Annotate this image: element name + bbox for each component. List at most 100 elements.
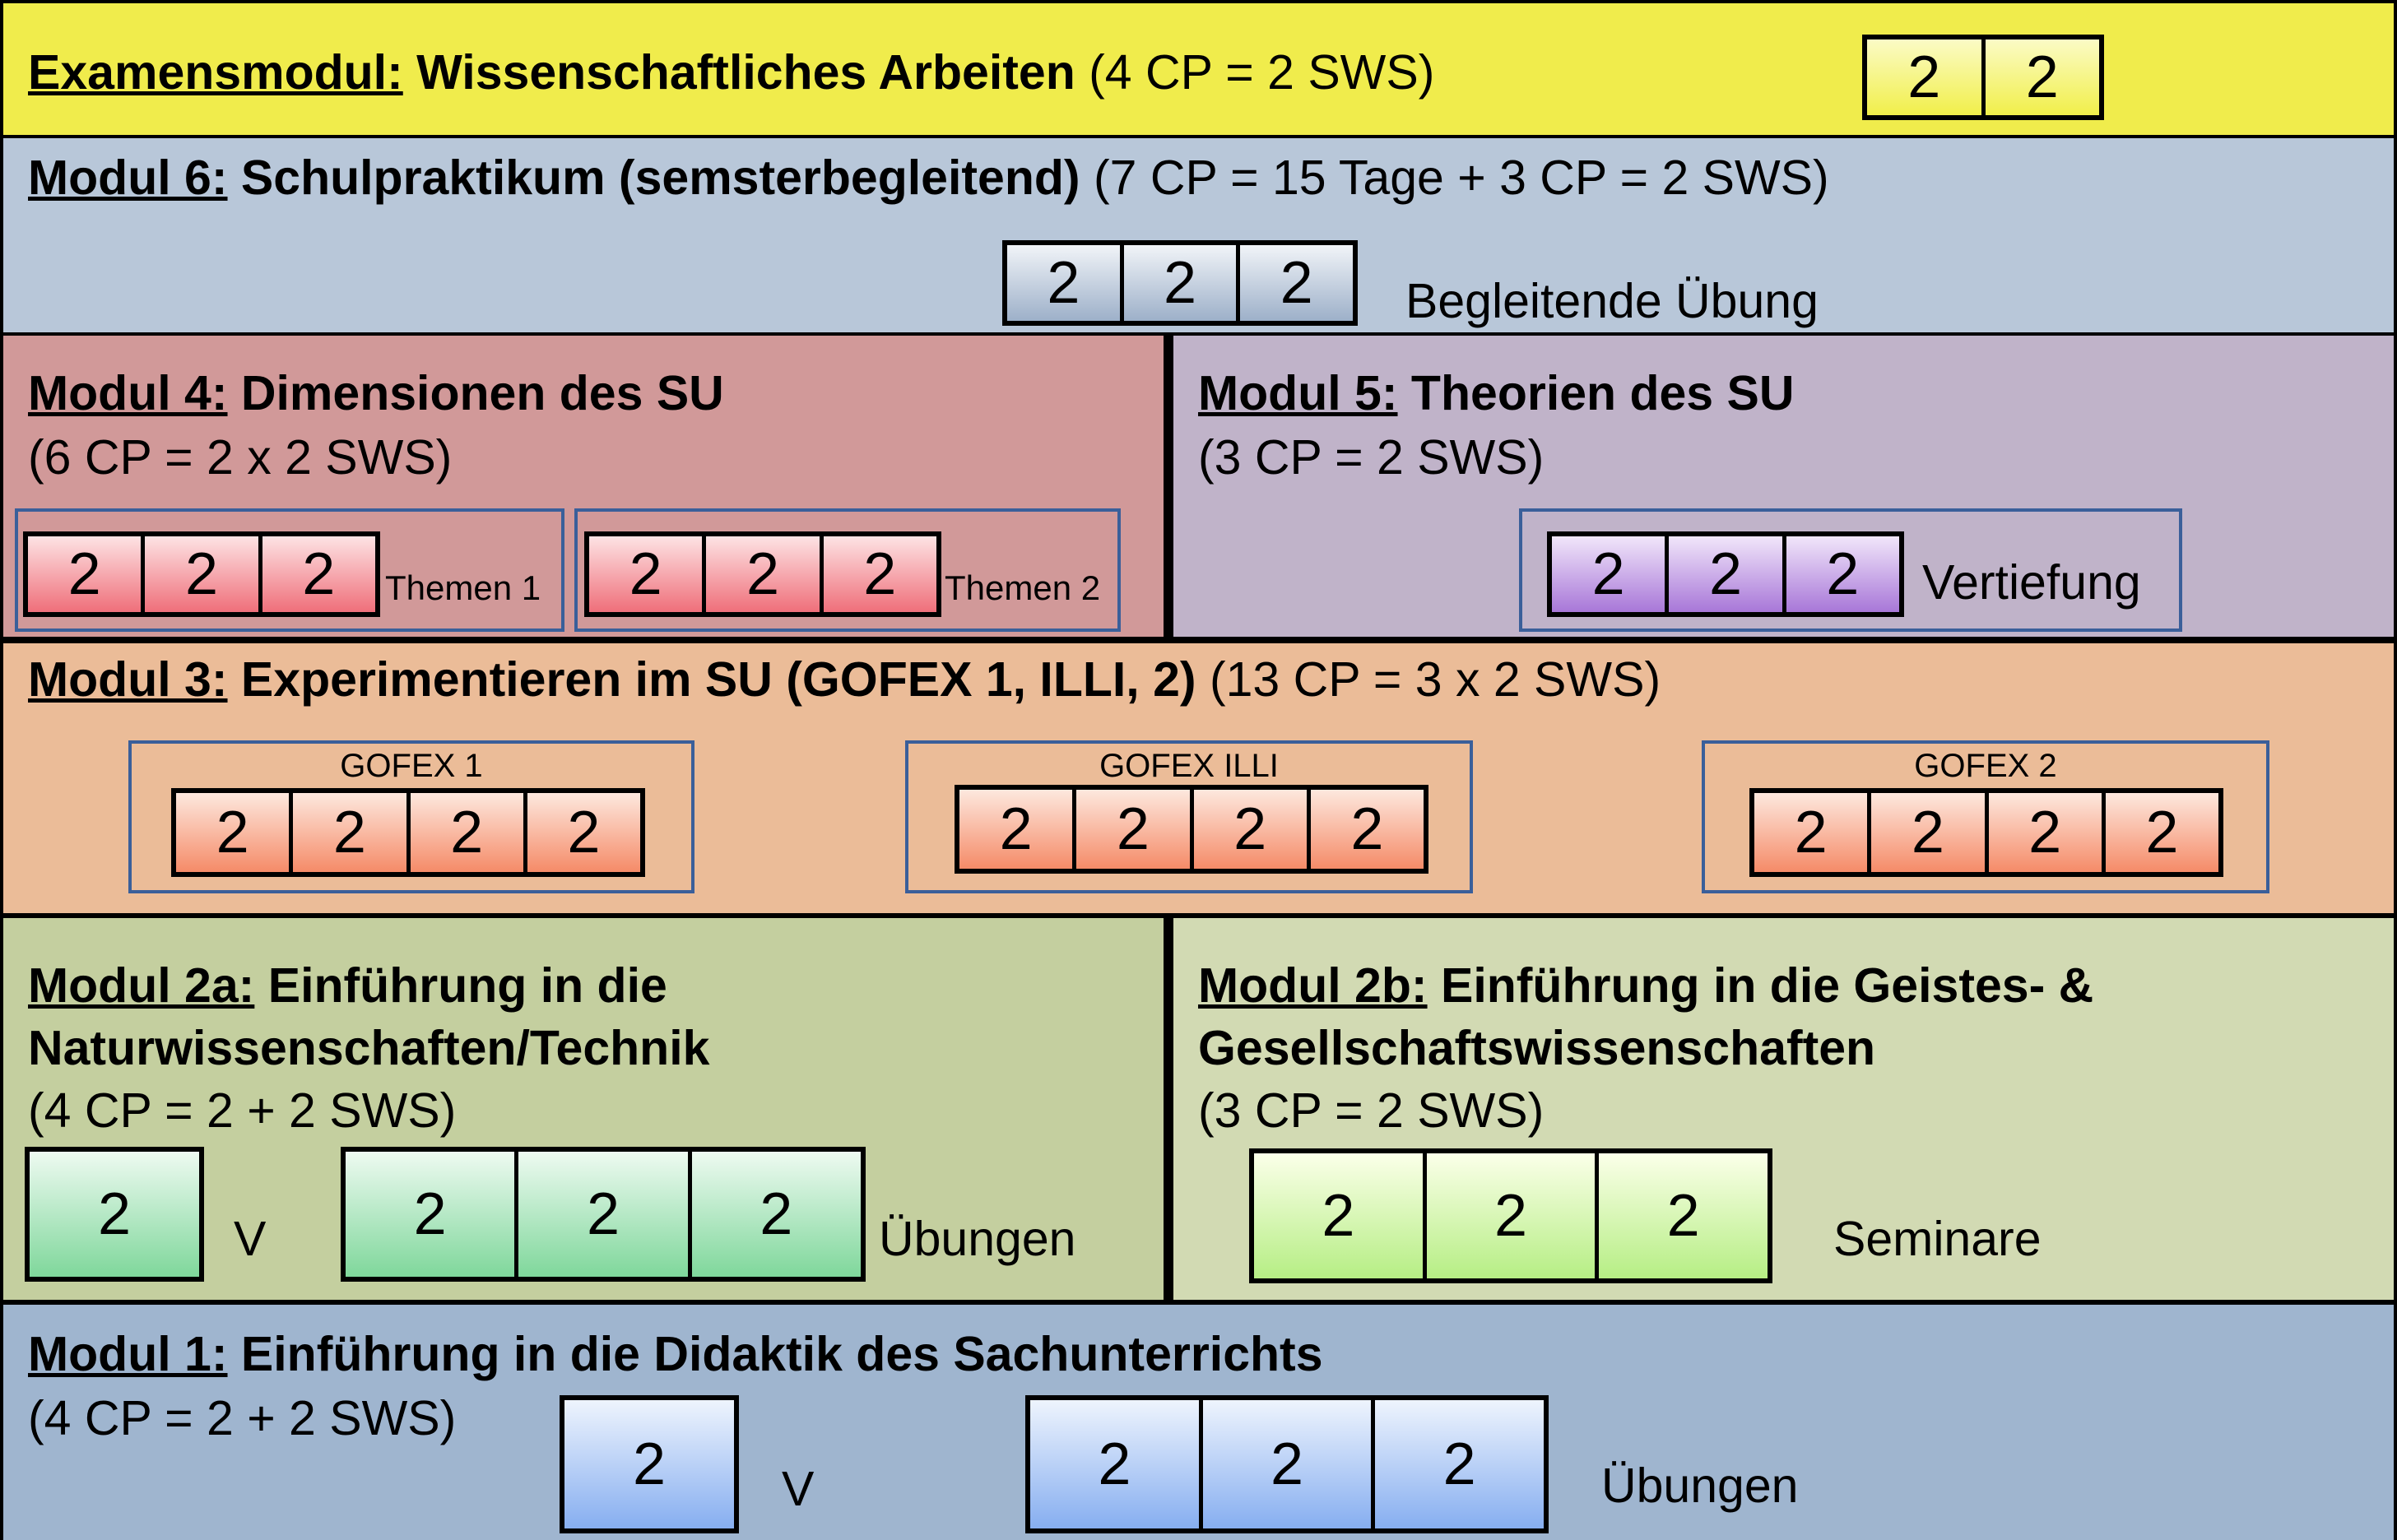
- examensmodul-name: Wissenschaftliches Arbeiten: [416, 45, 1075, 100]
- modul5-sws-boxes: 2 2 2: [1547, 531, 1904, 617]
- sws-box: 2: [1989, 793, 2106, 872]
- modul5-region: Modul 5: Theorien des SU (3 CP = 2 SWS) …: [1173, 336, 2394, 637]
- modul2b-title-line2: Gesellschaftswissenschaften: [1198, 1017, 1875, 1079]
- sws-box: 2: [1669, 536, 1786, 612]
- modul6-label: Modul 6:: [28, 151, 228, 205]
- modul2a-title-line2: Naturwissenschaften/Technik: [28, 1017, 709, 1079]
- modul3-group-gofex-illi: GOFEX ILLI 2 2 2 2: [905, 740, 1473, 893]
- modul1-uebungen-boxes: 2 2 2: [1025, 1395, 1549, 1533]
- examensmodul-label: Examensmodul:: [28, 45, 403, 100]
- sws-box: 2: [1203, 1400, 1376, 1528]
- sws-box: 2: [1124, 245, 1241, 321]
- modul4-cp: (6 CP = 2 x 2 SWS): [28, 430, 453, 485]
- modul4-themen2-label: Themen 2: [945, 568, 1101, 607]
- modul3-group-title: GOFEX ILLI: [1099, 748, 1279, 784]
- modul3-gofex-illi-boxes: 2 2 2 2: [955, 785, 1428, 874]
- sws-box: 2: [863, 541, 897, 607]
- modul1-label: Modul 1:: [28, 1327, 228, 1381]
- examensmodul-cp: (4 CP = 2 SWS): [1089, 45, 1435, 100]
- modul1-box-label: Übungen: [1601, 1459, 1799, 1513]
- sws-box: 2: [28, 536, 146, 612]
- sws-box: 2: [1076, 790, 1194, 869]
- modul5-cp: (3 CP = 2 SWS): [1198, 430, 1545, 485]
- modul4-themen1-label: Themen 1: [385, 568, 541, 607]
- modul1-lecture-label: V: [782, 1462, 815, 1516]
- examensmodul-region: Examensmodul: Wissenschaftliches Arbeite…: [3, 3, 2394, 135]
- modul2b-label: Modul 2b:: [1198, 958, 1428, 1013]
- modul3-label: Modul 3:: [28, 652, 228, 707]
- modul2a-name: Einführung in die: [267, 958, 667, 1013]
- modul2a-name-line2: Naturwissenschaften/Technik: [28, 1021, 710, 1075]
- modul2b-box-label: Seminare: [1833, 1212, 2042, 1266]
- modul2b-region: Modul 2b: Einführung in die Geistes- & G…: [1173, 918, 2394, 1300]
- sws-box: 2: [1826, 541, 1860, 607]
- sws-box: 2: [1254, 1153, 1427, 1278]
- modul4-themen2-boxes: 2 2 2: [584, 531, 941, 617]
- sws-box: 2: [1030, 1400, 1203, 1528]
- modul2a-box-label: Übungen: [879, 1212, 1076, 1266]
- modul2a-uebungen-boxes: 2 2 2: [341, 1147, 866, 1282]
- sws-box: 2: [411, 793, 527, 872]
- sws-box: 2: [346, 1152, 519, 1277]
- sws-box: 2: [706, 536, 824, 612]
- modul4-themen1-boxes: 2 2 2: [23, 531, 380, 617]
- modul6-title: Modul 6: Schulpraktikum (semsterbegleite…: [28, 146, 1829, 209]
- sws-box: 2: [589, 536, 707, 612]
- modul3-gofex1-boxes: 2 2 2 2: [171, 788, 645, 877]
- modul5-label: Modul 5:: [1198, 366, 1398, 420]
- modul4-name: Dimensionen des SU: [240, 366, 724, 420]
- modul4-title: Modul 4: Dimensionen des SU: [28, 362, 724, 424]
- modul3-region: Modul 3: Experimentieren im SU (GOFEX 1,…: [3, 643, 2394, 913]
- sws-box: 2: [632, 1431, 667, 1497]
- sws-box: 2: [1280, 250, 1313, 316]
- modul6-sws-boxes: 2 2 2: [1002, 240, 1358, 326]
- modul1-region: Modul 1: Einführung in die Didaktik des …: [3, 1305, 2394, 1540]
- examensmodul-title: Examensmodul: Wissenschaftliches Arbeite…: [28, 41, 1434, 104]
- modul1-cp: (4 CP = 2 + 2 SWS): [28, 1391, 457, 1445]
- modul5-group-vertiefung: [1519, 508, 2182, 632]
- modul6-name: Schulpraktikum (semsterbegleitend): [240, 151, 1080, 205]
- modul2a-cp: (4 CP = 2 + 2 SWS): [28, 1083, 457, 1138]
- sws-box: 2: [1350, 796, 1384, 862]
- modul4-label: Modul 4:: [28, 366, 228, 420]
- modul2a-lecture-box: 2: [25, 1147, 204, 1282]
- modul4-region: Modul 4: Dimensionen des SU (6 CP = 2 x …: [3, 336, 1164, 637]
- sws-box: 2: [2145, 800, 2179, 865]
- sws-box: 2: [1442, 1431, 1476, 1497]
- modul3-cp: (13 CP = 3 x 2 SWS): [1209, 652, 1661, 707]
- modul5-box-label: Vertiefung: [1922, 555, 2141, 610]
- modul1-title: Modul 1: Einführung in die Didaktik des …: [28, 1323, 1323, 1385]
- modul3-group-gofex2: GOFEX 2 2 2 2 2: [1702, 740, 2269, 893]
- sws-box: 2: [176, 793, 294, 872]
- modul2b-name-line2: Gesellschaftswissenschaften: [1198, 1021, 1876, 1075]
- sws-box: 2: [1666, 1183, 1700, 1249]
- modul6-box-label: Begleitende Übung: [1405, 274, 1819, 328]
- sws-box: 2: [1427, 1153, 1600, 1278]
- sws-box: 2: [145, 536, 262, 612]
- sws-box: 2: [1867, 39, 1986, 115]
- modul5-name: Theorien des SU: [1410, 366, 1795, 420]
- modul2a-region: Modul 2a: Einführung in die Naturwissens…: [3, 918, 1164, 1300]
- modul3-name: Experimentieren im SU (GOFEX 1, ILLI, 2): [240, 652, 1196, 707]
- sws-box: 2: [567, 800, 601, 865]
- sws-box: 2: [760, 1181, 793, 1247]
- sws-box: 2: [1194, 790, 1311, 869]
- modul2a-lecture-label: V: [234, 1212, 267, 1266]
- sws-box: 2: [1007, 245, 1124, 321]
- modul3-gofex2-boxes: 2 2 2 2: [1749, 788, 2223, 877]
- modul6-cp: (7 CP = 15 Tage + 3 CP = 2 SWS): [1093, 151, 1829, 205]
- modul1-name: Einführung in die Didaktik des Sachunter…: [240, 1327, 1323, 1381]
- modul6-region: Modul 6: Schulpraktikum (semsterbegleite…: [3, 138, 2394, 332]
- modul2b-title: Modul 2b: Einführung in die Geistes- &: [1198, 954, 2093, 1017]
- modul2b-seminare-boxes: 2 2 2: [1249, 1148, 1772, 1283]
- modul2a-label: Modul 2a:: [28, 958, 255, 1013]
- modul3-group-title: GOFEX 2: [1914, 748, 2057, 784]
- modul1-lecture-box: 2: [560, 1395, 739, 1533]
- sws-box: 2: [1871, 793, 1989, 872]
- modul5-title: Modul 5: Theorien des SU: [1198, 362, 1794, 424]
- sws-box: 2: [1552, 536, 1670, 612]
- sws-box: 2: [518, 1152, 692, 1277]
- examensmodul-sws-boxes: 2 2: [1862, 35, 2104, 120]
- modul2b-cp: (3 CP = 2 SWS): [1198, 1083, 1545, 1138]
- modul2b-name: Einführung in die Geistes- &: [1440, 958, 2094, 1013]
